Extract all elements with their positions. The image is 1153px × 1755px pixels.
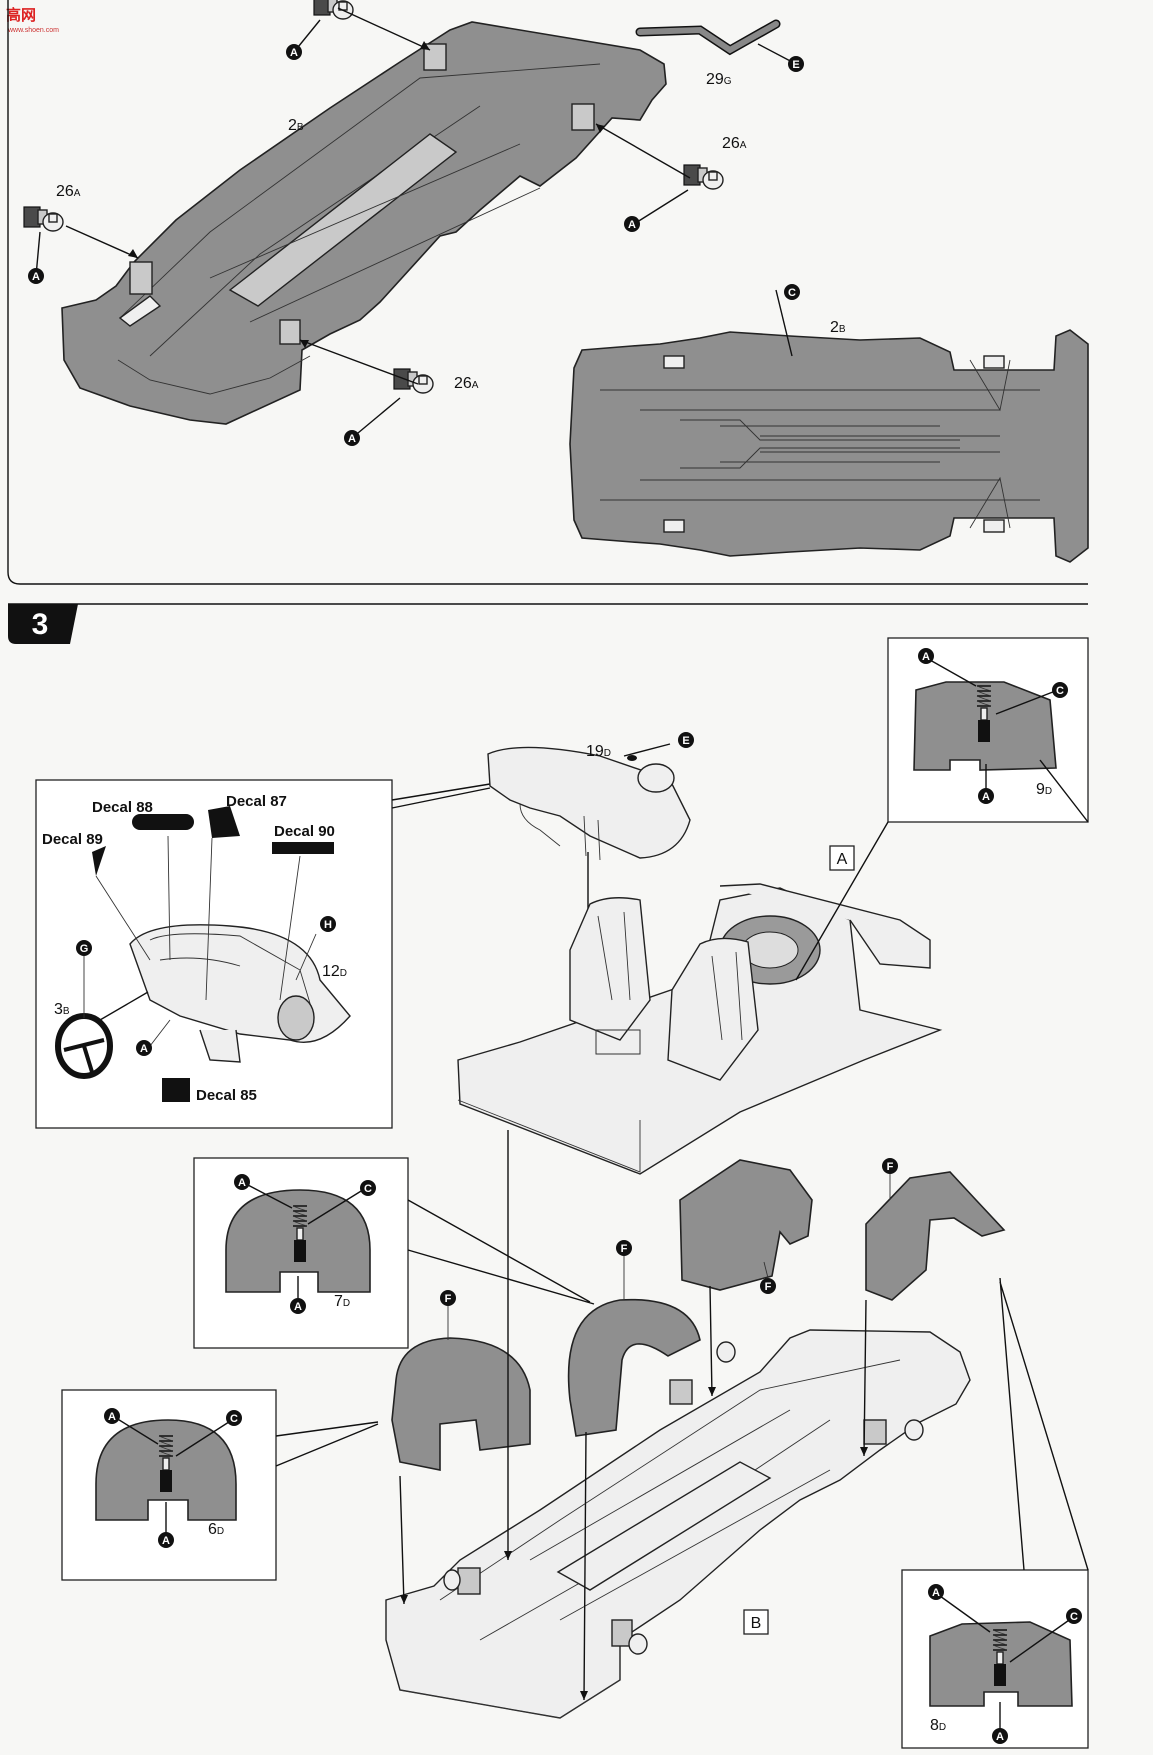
bracket-front-left [23,206,64,232]
floor-pan-assembly-b: B [385,1329,971,1719]
part-label-19d: 19D [586,743,611,760]
exhaust-pipe-part [635,19,781,56]
step-3-section: 3 Decal 88 Decal 87 Decal 89 Decal 90 De… [8,603,1089,1749]
svg-text:B: B [751,1615,762,1632]
material-bubble [616,1240,632,1256]
part-label-29g: 29G [706,71,732,88]
material-bubble [760,1278,776,1294]
wheel-arch-covers [391,1158,1006,1471]
floor-pan-plan-view: 2B [569,284,1089,563]
material-bubble [784,284,800,300]
top-panel: 2B 26A 26A 26A 29G 2B [7,0,1089,585]
material-bubble [234,1174,250,1190]
material-bubble [992,1728,1008,1744]
svg-text:A: A [837,851,848,868]
subassembly-box-b [743,1609,769,1635]
svg-text:www.shoen.com: www.shoen.com [7,27,59,34]
material-bubble [788,56,804,72]
material-bubble [928,1584,944,1600]
interior-tub-assembly: A [457,845,943,1175]
material-bubble [290,1298,306,1314]
part-label-3b: 3B [54,1001,70,1018]
subassembly-box-a [829,845,855,871]
material-bubble [678,732,694,748]
part-label-26a: 26A [722,135,747,152]
material-bubble [624,216,640,232]
material-bubble [136,1040,152,1056]
bracket-top-left [313,0,354,20]
material-bubble [1066,1608,1082,1624]
wheel-arch-front-left [391,1337,531,1471]
part-label-26a: 26A [454,375,479,392]
material-bubble [286,44,302,60]
assembly-guide-lines [399,1130,867,1701]
material-bubble [76,940,92,956]
spring-inset-6d: 6D [61,1389,379,1581]
part-label-7d: 7D [334,1293,350,1310]
bracket-rear-right [683,164,724,190]
material-bubble [440,1290,456,1306]
watermark-logo: 高网 www.shoen.com [6,6,59,34]
material-bubble [918,648,934,664]
svg-text:高网: 高网 [6,6,36,24]
part-label-2b: 2B [288,117,304,134]
bracket-front-right [393,368,434,394]
material-bubble [1052,682,1068,698]
top-panel-border [7,0,1088,585]
part-label-6d: 6D [208,1521,224,1538]
step-number: 3 [32,608,49,641]
spring-inset-9d: 9D [795,637,1089,981]
step-number-badge [8,604,78,644]
wheel-arch-front-right [567,1298,701,1437]
part-label-12d: 12D [322,963,347,980]
decal-87-label: Decal 87 [226,793,287,810]
material-bubble [320,916,336,932]
cockpit-decal-inset: Decal 88 Decal 87 Decal 89 Decal 90 Deca… [35,779,491,1129]
spring-inset-7d: 7D [193,1157,595,1349]
material-bubble [28,268,44,284]
wheel-arch-rear-right [865,1171,1006,1301]
material-bubble [158,1532,174,1548]
spring-inset-8d: 8D [901,1277,1089,1749]
material-bubble [104,1408,120,1424]
part-label-26a: 26A [56,183,81,200]
floor-pan-isometric [61,21,667,425]
part-label-2b: 2B [830,319,846,336]
decal-85-label: Decal 85 [196,1087,257,1104]
material-bubble [978,788,994,804]
decal-90-label: Decal 90 [274,823,335,840]
part-label-9d: 9D [1036,781,1052,798]
material-bubble [344,430,360,446]
assembly-arrows [65,7,691,385]
decal-89-label: Decal 89 [42,831,103,848]
wheel-arch-rear-left [679,1159,813,1291]
material-bubble [882,1158,898,1174]
material-bubble [226,1410,242,1426]
material-bubble [360,1180,376,1196]
part-label-8d: 8D [930,1717,946,1734]
decal-88-label: Decal 88 [92,799,153,816]
